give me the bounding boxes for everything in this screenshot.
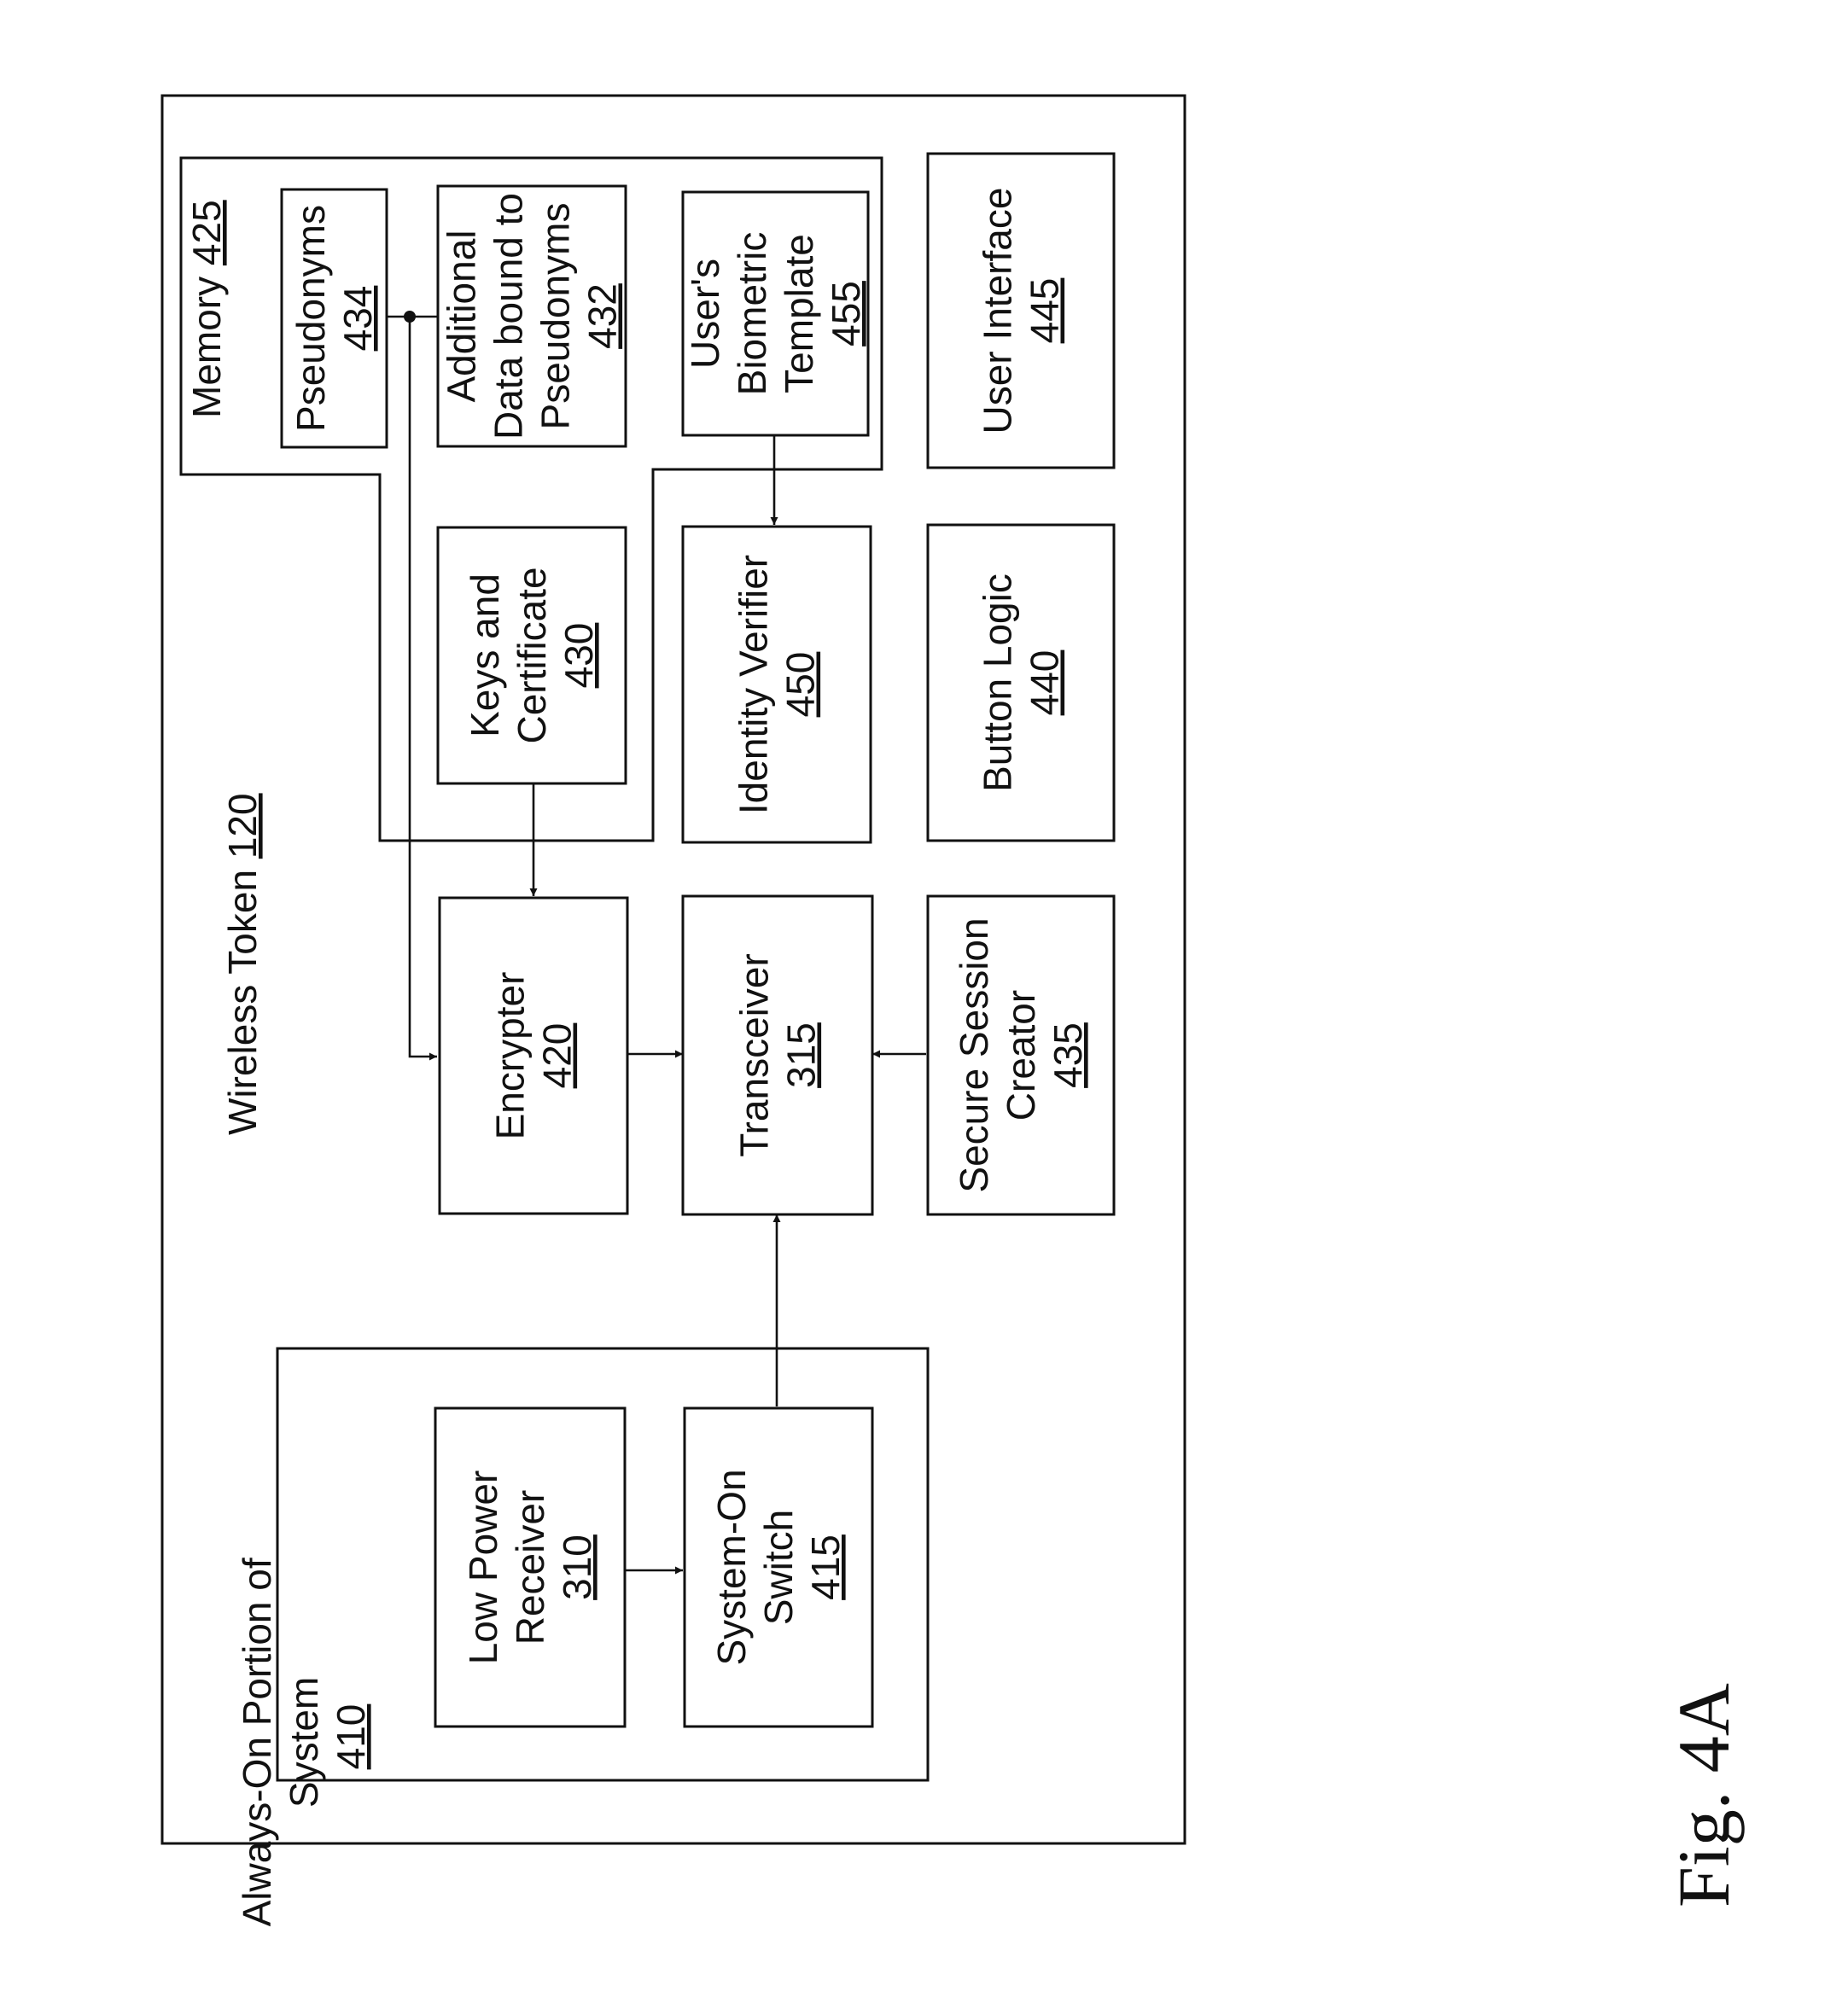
encrypter-box [438,896,629,1215]
always-on-label: Always-On Portion of System 410 [235,1547,373,1927]
button-logic-label: Button Logic440 [976,574,1067,792]
secure-session-creator-block: Secure SessionCreator435 [926,894,1116,1216]
pseudonyms-box [280,188,388,449]
pseudonyms-label: Pseudonyms434 [289,205,380,432]
arrow-pseudonyms-to-encrypter [408,317,437,1061]
keys-certificate-box [436,526,627,785]
transceiver-block: Transceiver315 [681,894,874,1216]
identity-verifier-block: Identity Verifier450 [681,525,872,844]
biometric-template-block: User'sBiometricTemplate455 [681,190,870,437]
additional-data-block: AdditionalData bound toPseudonyms432 [436,184,627,448]
button-logic-box [926,523,1116,842]
user-interface-label: User Interface445 [976,188,1067,434]
identity-verifier-box [681,525,872,844]
encrypter-block: Encrypter420 [438,896,629,1215]
memory-container [179,156,883,842]
additional-data-box [436,184,627,448]
low-power-receiver-label: Low PowerReceiver310 [461,1470,599,1665]
wireless-token-container [160,94,1186,1845]
secure-session-creator-label: Secure SessionCreator435 [952,917,1090,1192]
biometric-template-box [681,190,870,437]
button-logic-block: Button Logic440 [926,523,1116,842]
biometric-template-label: User'sBiometricTemplate455 [683,232,868,396]
always-on-container [276,1347,930,1782]
identity-verifier-label: Identity Verifier450 [732,555,823,814]
pseudonyms-block: Pseudonyms434 [280,188,388,449]
transceiver-box [681,894,874,1216]
keys-certificate-label: Keys andCertificate430 [463,567,601,743]
wireless-token-label: Wireless Token 120 [220,793,265,1135]
system-on-switch-label: System-OnSwitch415 [709,1469,848,1665]
system-on-switch-box [683,1406,874,1728]
low-power-receiver-block: Low PowerReceiver310 [434,1406,627,1728]
user-interface-box [926,152,1116,469]
connections [387,311,926,1575]
encrypter-label: Encrypter420 [488,972,580,1140]
system-on-switch-block: System-OnSwitch415 [683,1406,874,1728]
low-power-receiver-box [434,1406,627,1728]
keys-certificate-block: Keys andCertificate430 [436,526,627,785]
secure-session-creator-box [926,894,1116,1216]
additional-data-label: AdditionalData bound toPseudonyms432 [440,193,625,440]
figure-label: Fig. 4A [1663,1683,1745,1907]
memory-label: Memory 425 [184,200,229,418]
user-interface-block: User Interface445 [926,152,1116,469]
transceiver-label: Transceiver315 [732,953,824,1157]
